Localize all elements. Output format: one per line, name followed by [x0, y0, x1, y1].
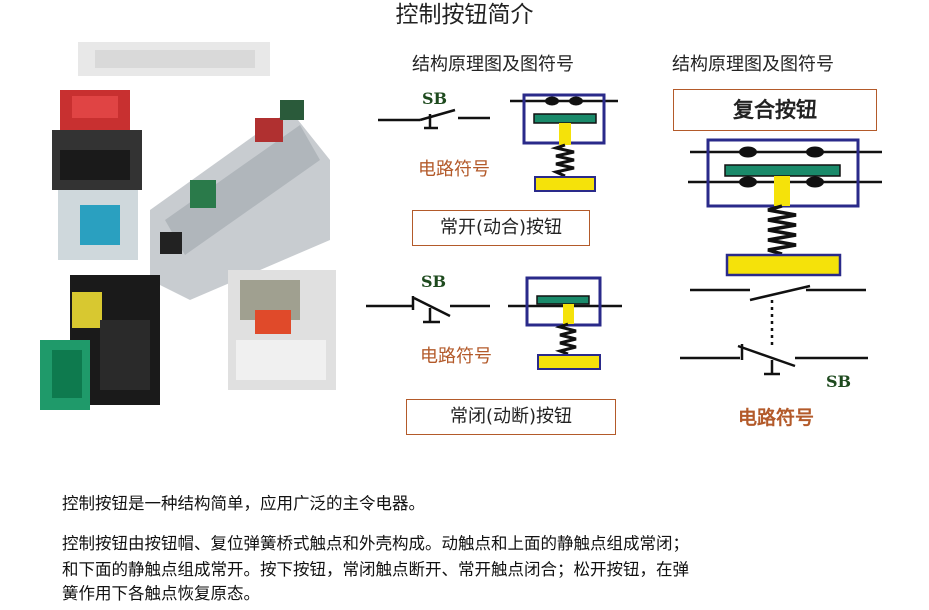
- nc-circuit-symbol-label: 电路符号: [420, 346, 492, 367]
- description-paragraph-2-line-2: 和下面的静触点组成常开。按下按钮，常闭触点断开、常开触点闭合；松开按钮，在弹: [62, 560, 689, 579]
- no-circuit-symbol-label: 电路符号: [418, 159, 490, 180]
- compound-button-caption: 复合按钮: [673, 89, 877, 131]
- compound-sb-label: SB: [826, 372, 852, 391]
- no-sb-label: SB: [422, 89, 448, 108]
- description-paragraph-2-line-3: 簧作用下各触点恢复原态。: [62, 584, 260, 603]
- no-button-caption: 常开(动合)按钮: [412, 210, 590, 246]
- nc-sb-label: SB: [421, 272, 447, 291]
- compound-circuit-symbol-label: 电路符号: [738, 407, 815, 429]
- page-title: 控制按钮简介: [395, 2, 534, 28]
- description-paragraph-1: 控制按钮是一种结构简单，应用广泛的主令电器。: [62, 494, 425, 513]
- header-right: 结构原理图及图符号: [672, 54, 834, 75]
- header-middle: 结构原理图及图符号: [412, 54, 574, 75]
- nc-button-caption: 常闭(动断)按钮: [406, 399, 616, 435]
- description-paragraph-2-line-1: 控制按钮由按钮帽、复位弹簧桥式触点和外壳构成。动触点和上面的静触点组成常闭；: [62, 534, 689, 553]
